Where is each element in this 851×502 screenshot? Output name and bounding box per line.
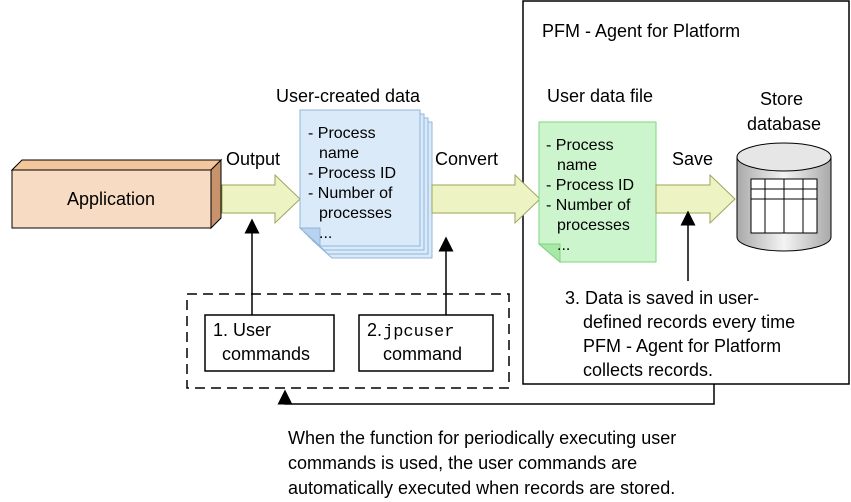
application-box: Application — [10, 158, 223, 230]
field-line: - Process — [308, 125, 376, 142]
periodic-note-line: commands is used, the user commands are — [288, 453, 637, 473]
user-commands-line: commands — [222, 344, 310, 364]
jpcuser-prefix: 2. — [367, 320, 382, 340]
user-data-file-fields: - Process name - Process ID - Number of … — [546, 137, 638, 254]
user-commands-line: 1. User — [213, 320, 271, 340]
user-data-file-document: - Process name - Process ID - Number of … — [537, 121, 657, 264]
periodic-note-line: automatically executed when records are … — [288, 478, 675, 498]
jpcuser-command-text: 2. jpcuser command — [367, 320, 462, 364]
store-database-title-line: Store — [760, 89, 803, 109]
user-created-data-fields: - Process name - Process ID - Number of … — [308, 125, 400, 242]
store-database-title: Store database — [747, 89, 821, 134]
periodic-note-line: When the function for periodically execu… — [288, 428, 676, 448]
field-line: - Process ID — [546, 177, 634, 194]
user-data-file-title: User data file — [547, 86, 653, 106]
jpcuser-name: jpcuser — [383, 323, 454, 342]
field-line: processes — [319, 205, 392, 222]
save-note: 3. Data is saved in user- defined record… — [565, 288, 800, 380]
field-line: - Number of — [308, 185, 393, 202]
convert-arrow — [431, 173, 541, 225]
save-note-line: 3. Data is saved in user- — [565, 288, 759, 308]
output-label: Output — [226, 149, 280, 169]
jpcuser-command-box: 2. jpcuser command — [358, 314, 494, 372]
field-line: name — [319, 145, 359, 162]
field-line: processes — [557, 217, 630, 234]
save-arrow — [655, 173, 736, 225]
application-label: Application — [67, 189, 155, 209]
field-line: - Process — [546, 137, 614, 154]
user-commands-text: 1. User commands — [213, 320, 310, 364]
field-line: - Number of — [546, 197, 631, 214]
agent-box-title: PFM - Agent for Platform — [542, 21, 740, 41]
commands-group-dashed-box — [186, 293, 510, 389]
field-line: ... — [319, 225, 332, 242]
convert-label: Convert — [435, 149, 498, 169]
jpcuser-line: command — [383, 344, 462, 364]
save-note-line: PFM - Agent for Platform — [583, 336, 781, 356]
user-commands-box: 1. User commands — [204, 314, 335, 372]
save-note-line: collects records. — [583, 360, 713, 380]
periodic-execution-arrow — [277, 384, 715, 405]
save-note-line: defined records every time — [583, 312, 795, 332]
user-created-data-document: - Process name - Process ID - Number of … — [298, 109, 433, 259]
field-line: name — [557, 157, 597, 174]
periodic-note: When the function for periodically execu… — [288, 428, 681, 498]
save-label: Save — [672, 149, 713, 169]
store-database-icon — [736, 142, 832, 252]
store-database-title-line: database — [747, 114, 821, 134]
field-line: - Process ID — [308, 165, 396, 182]
output-arrow — [221, 173, 301, 225]
database-table-icon — [750, 178, 818, 234]
user-created-data-title: User-created data — [276, 86, 421, 106]
field-line: ... — [557, 237, 570, 254]
